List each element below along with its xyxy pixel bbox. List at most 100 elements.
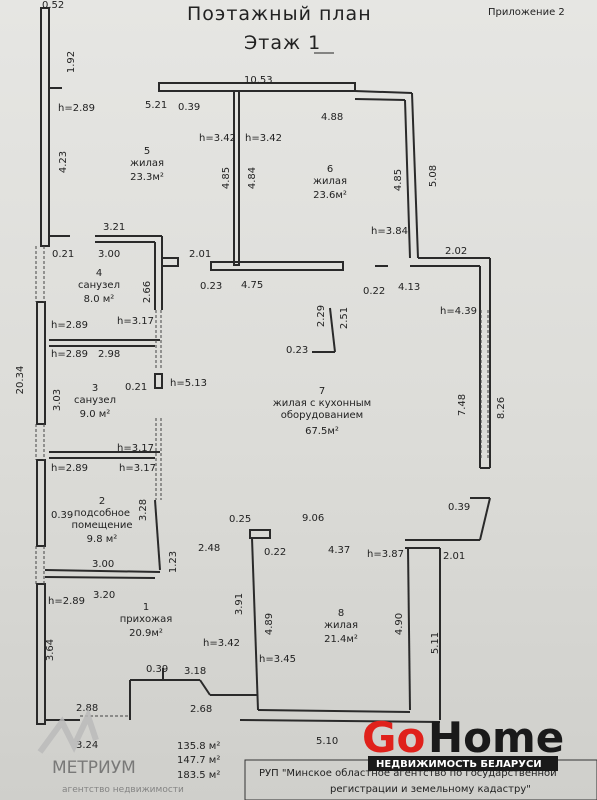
dim-4-85-b: 4.85 — [393, 169, 404, 191]
metrium-subtitle: агентство недвижимости — [62, 785, 184, 795]
org-line-2: регистрации и земельному кадастру" — [330, 784, 531, 795]
dim-3-00-b: 3.00 — [92, 559, 114, 570]
dim-4-37: 4.37 — [328, 545, 350, 556]
dim-h5-13: h=5.13 — [170, 378, 207, 389]
dim-h3-42-a: h=3.42 — [199, 133, 236, 144]
room-2-number: 2 — [99, 496, 105, 507]
dim-2-66: 2.66 — [142, 281, 153, 303]
room-4-area: 8.0 м² — [84, 294, 115, 305]
room-7-area: 67.5м² — [305, 426, 339, 437]
dim-0-39-c: 0.39 — [448, 502, 470, 513]
dim-7-48: 7.48 — [457, 394, 468, 416]
room-labels: 5 жилая 23.3м² 6 жилая 23.6м² 4 санузел … — [71, 146, 371, 645]
dim-1-92: 1.92 — [66, 51, 77, 73]
room-6-area: 23.6м² — [313, 190, 347, 201]
dim-2-01-a: 2.01 — [189, 249, 211, 260]
total-area-2: 147.7 м² — [177, 755, 220, 766]
room-4-number: 4 — [96, 268, 102, 279]
wall-left-middle — [36, 301, 46, 425]
dim-5-10: 5.10 — [316, 736, 338, 747]
room-3-type: санузел — [74, 395, 116, 406]
room-7-type-line2: оборудованием — [281, 410, 363, 421]
room-2-type-line2: помещение — [71, 520, 132, 531]
dim-2-48: 2.48 — [198, 543, 220, 554]
dim-4-75: 4.75 — [241, 280, 263, 291]
dimension-labels: 0.52 10.53 h=2.89 5.21 0.39 4.88 h=3.42 … — [42, 0, 477, 751]
dim-3-18: 3.18 — [184, 666, 206, 677]
appendix-label: Приложение 2 — [488, 7, 565, 18]
room-1-number: 1 — [143, 602, 149, 613]
dim-h3-45: h=3.45 — [259, 654, 296, 665]
gohome-home: Home — [428, 713, 564, 762]
dim-5-11: 5.11 — [430, 632, 441, 654]
dim-1-23: 1.23 — [168, 551, 179, 573]
dim-3-91: 3.91 — [234, 593, 245, 615]
dim-h3-87: h=3.87 — [367, 549, 404, 560]
dim-0-22-b: 0.22 — [264, 547, 286, 558]
dim-3-64: 3.64 — [45, 639, 56, 661]
dim-0-21-b: 0.21 — [125, 382, 147, 393]
dim-0-52: 0.52 — [42, 0, 64, 11]
dim-4-85-a: 4.85 — [221, 167, 232, 189]
dim-h3-42-b: h=3.42 — [245, 133, 282, 144]
org-line-1: РУП "Минское областное агентство по госу… — [259, 768, 557, 779]
walls — [36, 7, 491, 725]
dim-20-34: 20.34 — [15, 366, 26, 395]
dim-4-89: 4.89 — [264, 613, 275, 635]
vertical-dimension-labels: 1.92 4.23 4.85 4.84 4.85 5.08 2.66 2.29 … — [15, 51, 507, 661]
dim-0-22-a: 0.22 — [363, 286, 385, 297]
room-3-area: 9.0 м² — [80, 409, 111, 420]
dim-h3-17-c: h=3.17 — [119, 463, 156, 474]
dim-4-13: 4.13 — [398, 282, 420, 293]
dim-4-90: 4.90 — [394, 613, 405, 635]
dim-8-26: 8.26 — [496, 397, 507, 419]
dim-0-21-a: 0.21 — [52, 249, 74, 260]
room-5-area: 23.3м² — [130, 172, 164, 183]
area-totals: 135.8 м² 147.7 м² 183.5 м² — [177, 741, 220, 781]
room-3-number: 3 — [92, 383, 98, 394]
dim-h3-17-a: h=3.17 — [117, 316, 154, 327]
wall-left-bottom — [36, 583, 46, 725]
dim-5-21: 5.21 — [145, 100, 167, 111]
dim-4-23: 4.23 — [58, 151, 69, 173]
dim-2-29: 2.29 — [316, 305, 327, 327]
room-6-type: жилая — [313, 176, 347, 187]
dim-2-01-b: 2.01 — [443, 551, 465, 562]
wall-top — [158, 82, 356, 92]
gohome-watermark: Go Home НЕДВИЖИМОСТЬ БЕЛАРУСИ — [362, 713, 564, 771]
total-area-3: 183.5 м² — [177, 770, 220, 781]
room-5-type: жилая — [130, 158, 164, 169]
dim-0-39-a: 0.39 — [178, 102, 200, 113]
dim-h2-89-d: h=2.89 — [51, 463, 88, 474]
room-8-type: жилая — [324, 620, 358, 631]
room-1-type: прихожая — [120, 614, 173, 625]
room-1-area: 20.9м² — [129, 628, 163, 639]
dim-3-28: 3.28 — [138, 499, 149, 521]
metrium-watermark: МЕТРИУМ агентство недвижимости — [37, 707, 184, 795]
dim-h3-42-c: h=3.42 — [203, 638, 240, 649]
dim-10-53: 10.53 — [244, 75, 273, 86]
dim-2-51: 2.51 — [339, 307, 350, 329]
room-6-number: 6 — [327, 164, 333, 175]
dim-4-88: 4.88 — [321, 112, 343, 123]
wall-left-upper — [40, 7, 50, 247]
dim-0-39-b: 0.39 — [51, 510, 73, 521]
dim-3-24: 3.24 — [76, 740, 98, 751]
dim-3-00-a: 3.00 — [98, 249, 120, 260]
room-2-area: 9.8 м² — [87, 534, 118, 545]
gohome-subtitle: НЕДВИЖИМОСТЬ БЕЛАРУСИ — [376, 759, 542, 770]
dim-h2-89-c: h=2.89 — [51, 349, 88, 360]
dim-0-23-a: 0.23 — [200, 281, 222, 292]
gohome-banner — [368, 756, 558, 771]
room-5-number: 5 — [144, 146, 150, 157]
dim-h3-84: h=3.84 — [371, 226, 408, 237]
metrium-name: МЕТРИУМ — [52, 758, 136, 778]
dim-2-88: 2.88 — [76, 703, 98, 714]
dim-0-25: 0.25 — [229, 514, 251, 525]
metrium-logo-icon — [37, 707, 99, 754]
room-2-type: подсобное — [74, 508, 130, 519]
dim-2-98: 2.98 — [98, 349, 120, 360]
dim-0-23-b: 0.23 — [286, 345, 308, 356]
dim-h2-89-b: h=2.89 — [51, 320, 88, 331]
